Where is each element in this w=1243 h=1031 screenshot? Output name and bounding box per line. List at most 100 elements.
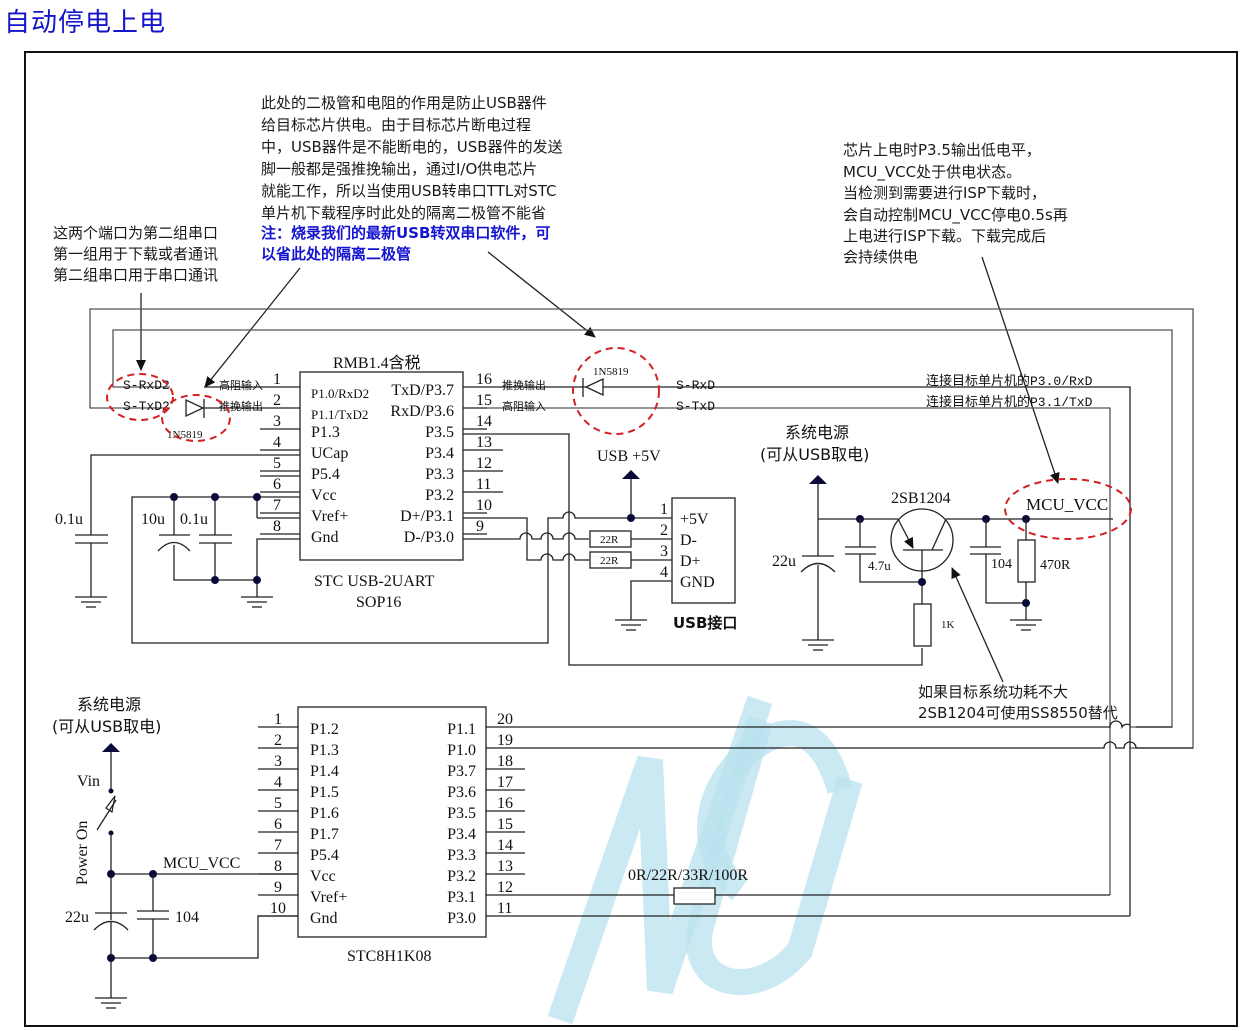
target-right-pin-num: 17	[497, 774, 513, 791]
target-right-pin-name: P3.7	[447, 763, 476, 780]
target-left-pin-num: 4	[274, 774, 282, 791]
transistor-label: 2SB1204	[891, 490, 951, 507]
target-right-pin-num: 16	[497, 795, 513, 812]
target-left-pin-num: 8	[274, 858, 282, 875]
usb-right-pin-num: 12	[476, 455, 492, 472]
pin16-mode: 推挽输出	[502, 378, 546, 392]
svg-text:如果目标系统功耗不大: 如果目标系统功耗不大	[918, 683, 1068, 701]
target-right-pin-num: 18	[497, 753, 513, 770]
svg-text:会自动控制MCU_VCC停电0.5s再: 会自动控制MCU_VCC停电0.5s再	[843, 206, 1068, 225]
svg-text:单片机下载程序时此处的隔离二极管不能省: 单片机下载程序时此处的隔离二极管不能省	[261, 204, 546, 222]
target-left-pin-num: 6	[274, 816, 282, 833]
svg-text:第一组用于下载或者通讯: 第一组用于下载或者通讯	[53, 245, 218, 263]
usb-right-pin-name: RxD/P3.6	[390, 403, 454, 420]
cap-22u-b-label: 22u	[65, 909, 89, 926]
ground-icon	[95, 997, 127, 1009]
target-left-pin-name: Gnd	[310, 910, 338, 927]
switch-label: Power On	[74, 821, 91, 885]
transistor-note: 如果目标系统功耗不大 2SB1204可使用SS8550替代	[918, 683, 1118, 722]
ground-icon	[615, 619, 647, 631]
target-right-pin-name: P3.3	[447, 847, 476, 864]
usb-chip-price: RMB1.4含税	[333, 354, 421, 372]
usb-chip-decoupling: 0.1u 10u 0.1u	[55, 454, 549, 644]
sys-power-b-line2: (可从USB取电)	[52, 717, 161, 736]
sys-power-line1: 系统电源	[785, 423, 849, 442]
usb-right-pin-name: P3.3	[425, 466, 454, 483]
usb-right-pin-name: TxD/P3.7	[391, 382, 454, 399]
target-left-pin-num: 3	[274, 753, 282, 770]
usb-5v-label: USB +5V	[597, 448, 661, 465]
usb-left-pin-num: 4	[273, 434, 281, 451]
usb-chip-name: STC USB-2UART	[314, 573, 435, 590]
usb-connector-pin-name: D-	[680, 532, 697, 549]
usb-right-pin-num: 13	[476, 434, 492, 451]
svg-text:22R: 22R	[600, 555, 619, 567]
target-chip-name: STC8H1K08	[347, 948, 431, 965]
res-1k-label: 1K	[941, 619, 955, 631]
usb-right-pin-name: P3.2	[425, 487, 454, 504]
cap-10u-label: 10u	[141, 511, 165, 528]
usb-right-pin-num: 16	[476, 371, 492, 388]
net-s-txd: S-TxD	[676, 399, 715, 414]
usb-left-pin-num: 2	[273, 392, 281, 409]
target-right-pin-name: P3.6	[447, 784, 476, 801]
sys-power-b-line1: 系统电源	[77, 695, 141, 714]
target-left-pin-name: P1.2	[310, 721, 339, 738]
ground-icon	[802, 639, 834, 651]
usb-connector-pin-num: 4	[660, 564, 668, 581]
svg-text:1N5819: 1N5819	[167, 429, 203, 441]
target-right-pin-num: 11	[497, 900, 512, 917]
res-series-label: 0R/22R/33R/100R	[628, 867, 748, 884]
arrow-diode2	[487, 251, 596, 338]
svg-text:就能工作，所以当使用USB转串口TTL对STC: 就能工作，所以当使用USB转串口TTL对STC	[261, 182, 557, 200]
highlight-mcu-vcc	[1004, 478, 1132, 540]
net-s-rxd2: S-RxD2	[123, 378, 170, 393]
target-right-pin-name: P3.5	[447, 805, 476, 822]
target-right-pin-name: P1.0	[447, 742, 476, 759]
arrow-diode1	[204, 267, 301, 388]
target-right-pin-num: 19	[497, 732, 513, 749]
usb-left-pin-name: UCap	[311, 445, 348, 462]
arrow-mcu-vcc	[981, 256, 1060, 484]
target-left-pin-num: 7	[274, 837, 282, 854]
svg-text:注：烧录我们的最新USB转双串口软件，可: 注：烧录我们的最新USB转双串口软件，可	[261, 224, 550, 242]
net-s-rxd: S-RxD	[676, 378, 715, 393]
target-right-pin-name: P3.2	[447, 868, 476, 885]
net-target-txd: 连接目标单片机的P3.1/TxD	[926, 394, 1093, 410]
usb-right-pin-name: D-/P3.0	[404, 529, 454, 546]
target-left-pin-name: P1.6	[310, 805, 339, 822]
usb-connector-pin-name: GND	[680, 574, 715, 591]
diode-note: 此处的二极管和电阻的作用是防止USB器件 给目标芯片供电。由于目标芯片断电过程 …	[261, 94, 563, 263]
usb-left-pin-name: P1.0/RxD2	[311, 386, 369, 401]
target-right-pin-name: P1.1	[447, 721, 476, 738]
res-series	[673, 887, 716, 905]
usb-connector-pin-num: 2	[660, 522, 668, 539]
highlight-diode-right	[572, 347, 660, 435]
usb-right-pin-num: 14	[476, 413, 492, 430]
target-left-pin-name: Vcc	[310, 868, 336, 885]
target-chip-body	[297, 706, 487, 938]
target-left-pin-num: 2	[274, 732, 282, 749]
target-left-pin-name: P1.5	[310, 784, 339, 801]
target-right-pin-name: P3.4	[447, 826, 476, 843]
svg-text:上电进行ISP下载。下载完成后: 上电进行ISP下载。下载完成后	[843, 227, 1046, 245]
svg-text:当检测到需要进行ISP下载时，: 当检测到需要进行ISP下载时，	[843, 184, 1046, 202]
target-left-pin-name: P5.4	[310, 847, 339, 864]
pin1-mode: 高阻输入	[219, 378, 263, 392]
cap-47u-label: 4.7u	[868, 558, 891, 573]
target-wiring: 0R/22R/33R/100R	[486, 720, 1193, 917]
svg-text:脚一般都是强推挽输出，通过I/O供电芯片: 脚一般都是强推挽输出，通过I/O供电芯片	[261, 160, 537, 178]
svg-text:中，USB器件是不能断电的，USB器件的发送: 中，USB器件是不能断电的，USB器件的发送	[261, 138, 563, 156]
usb-data-wiring: 22R 22R	[463, 433, 923, 666]
target-right-pin-name: P3.0	[447, 910, 476, 927]
highlight-circles	[106, 347, 1132, 540]
pin2-mode: 推挽输出	[219, 399, 263, 413]
net-target-rxd: 连接目标单片机的P3.0/RxD	[926, 373, 1093, 389]
usb-left-pin-name: Gnd	[311, 529, 339, 546]
pin15-mode: 高阻输入	[502, 399, 546, 413]
usb-right-pin-name: P3.5	[425, 424, 454, 441]
svg-text:给目标芯片供电。由于目标芯片断电过程: 给目标芯片供电。由于目标芯片断电过程	[261, 116, 531, 134]
usb-connector-name: USB接口	[673, 614, 737, 632]
